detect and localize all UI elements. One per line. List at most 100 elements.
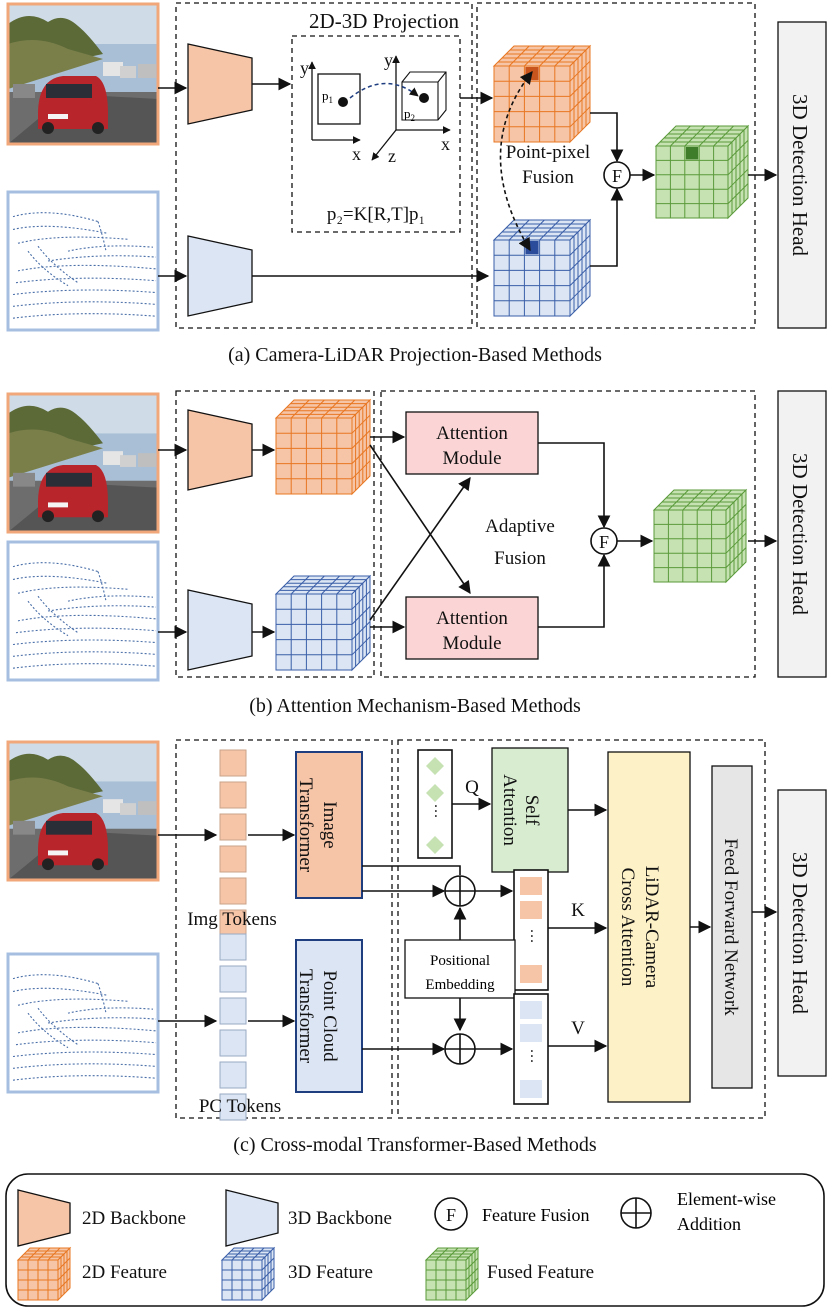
legend-3d-backbone: 3D Backbone (288, 1208, 392, 1229)
projection-box (291, 35, 461, 233)
k-label: K (571, 900, 585, 921)
img-tokens-label: Img Tokens (187, 909, 277, 930)
token (219, 813, 247, 841)
detection-head (777, 390, 827, 678)
point-p2 (419, 93, 429, 103)
svg-text:Attention: Attention (499, 774, 520, 846)
token (219, 909, 247, 937)
token (219, 1061, 247, 1089)
svg-text:···: ··· (523, 1049, 539, 1064)
fused-feature-cube (652, 488, 748, 584)
token (219, 933, 247, 961)
legend-fused-feature: Fused Feature (487, 1262, 594, 1283)
caption-a: (a) Camera-LiDAR Projection-Based Method… (228, 344, 602, 366)
axis-y-left: y (300, 58, 309, 78)
svg-text:F: F (446, 1205, 456, 1225)
legend-addition: Addition (677, 1214, 741, 1234)
axis-x-left: x (352, 144, 361, 164)
legend-2d-backbone-icon (17, 1189, 71, 1247)
svg-text:Attention: Attention (436, 608, 508, 629)
svg-text:3D Detection Head: 3D Detection Head (788, 94, 812, 257)
svg-text:···: ··· (523, 929, 539, 944)
lidar-point-cloud (8, 954, 158, 1092)
svg-text:Point Cloud: Point Cloud (319, 970, 340, 1062)
feature-2d-cube (492, 44, 592, 144)
svg-text:3D Detection Head: 3D Detection Head (788, 453, 812, 616)
legend-3d-feature: 3D Feature (288, 1262, 373, 1283)
svg-text:Self: Self (521, 795, 542, 826)
fusion-region (476, 2, 756, 329)
svg-text:Cross Attention: Cross Attention (617, 868, 638, 987)
token (219, 781, 247, 809)
pc-transformer (295, 939, 363, 1093)
svg-text:Feed Forward Network: Feed Forward Network (720, 838, 741, 1016)
pc-token-column (219, 933, 247, 1121)
legend-2d-feature: 2D Feature (82, 1262, 167, 1283)
panel-c: Img Tokens PC Tokens Image Transformer P… (6, 739, 827, 1156)
svg-text:Attention: Attention (436, 423, 508, 444)
point-pixel-link (499, 70, 533, 252)
detection-head (777, 789, 827, 1077)
feature-3d-cube (274, 574, 372, 672)
token (219, 1029, 247, 1057)
adaptive-label: Adaptive (485, 516, 555, 537)
token (219, 965, 247, 993)
svg-text:F: F (599, 532, 609, 552)
cross-attention (607, 751, 691, 1103)
legend-feature-fusion: Feature Fusion (482, 1205, 590, 1225)
projection-equation: p₂=K[R,T]p₁ (327, 204, 425, 225)
token (219, 845, 247, 873)
transformer-region (397, 739, 766, 1119)
axis-y-right: y (384, 50, 393, 70)
panel-a: 2D-3D Projection y x p1 y x z p2 p₂=K[R,… (6, 2, 827, 366)
axis-z: z (388, 146, 396, 166)
legend-3d-backbone-icon (225, 1189, 279, 1247)
detection-head (777, 21, 827, 329)
attention-module-bottom (405, 596, 539, 660)
svg-text:Transformer: Transformer (295, 778, 316, 873)
point-p1 (338, 97, 348, 107)
svg-text:Image: Image (319, 801, 340, 848)
fusion-region (380, 390, 756, 678)
lidar-point-cloud (8, 542, 158, 680)
svg-text:Embedding: Embedding (425, 977, 495, 993)
legend-fused-feature-icon (424, 1246, 480, 1302)
legend-element-wise: Element-wise (677, 1189, 776, 1209)
camera-image (8, 394, 158, 532)
token (219, 877, 247, 905)
pc-tokens-label: PC Tokens (199, 1096, 281, 1117)
token (219, 749, 247, 777)
backbone-3d (187, 235, 253, 317)
projection-title: 2D-3D Projection (309, 9, 459, 33)
p2-label: p2 (404, 106, 415, 123)
svg-text:LiDAR-Camera: LiDAR-Camera (641, 866, 662, 989)
token (219, 1093, 247, 1121)
legend-3d-feature-icon (220, 1246, 276, 1302)
attention-module-top (405, 411, 539, 475)
panel-b: Attention Module Attention Module Adapti… (6, 390, 827, 717)
svg-text:···: ··· (427, 804, 443, 819)
backbone-2d (187, 43, 253, 125)
svg-text:Positional: Positional (430, 953, 490, 969)
svg-text:Module: Module (442, 633, 501, 654)
p1-label: p1 (322, 88, 333, 105)
positional-embedding (404, 939, 516, 999)
tokenizer-region (175, 739, 393, 1119)
q-label: Q (465, 777, 479, 798)
img-token-column (219, 749, 247, 937)
feature-2d-cube (274, 398, 372, 496)
fusion-label: Fusion (494, 548, 546, 569)
svg-text:Transformer: Transformer (295, 969, 316, 1064)
backbone-2d (187, 409, 253, 491)
point-pixel-label: Point-pixel (506, 142, 590, 163)
image-transformer (295, 751, 363, 899)
backbone-region (175, 2, 473, 329)
caption-c: (c) Cross-modal Transformer-Based Method… (233, 1134, 597, 1156)
legend-2d-backbone: 2D Backbone (82, 1208, 186, 1229)
caption-b: (b) Attention Mechanism-Based Methods (249, 695, 581, 717)
legend-2d-feature-icon (16, 1246, 72, 1302)
axis-x-right: x (441, 134, 450, 154)
backbone-region (175, 390, 375, 678)
svg-text:Module: Module (442, 448, 501, 469)
